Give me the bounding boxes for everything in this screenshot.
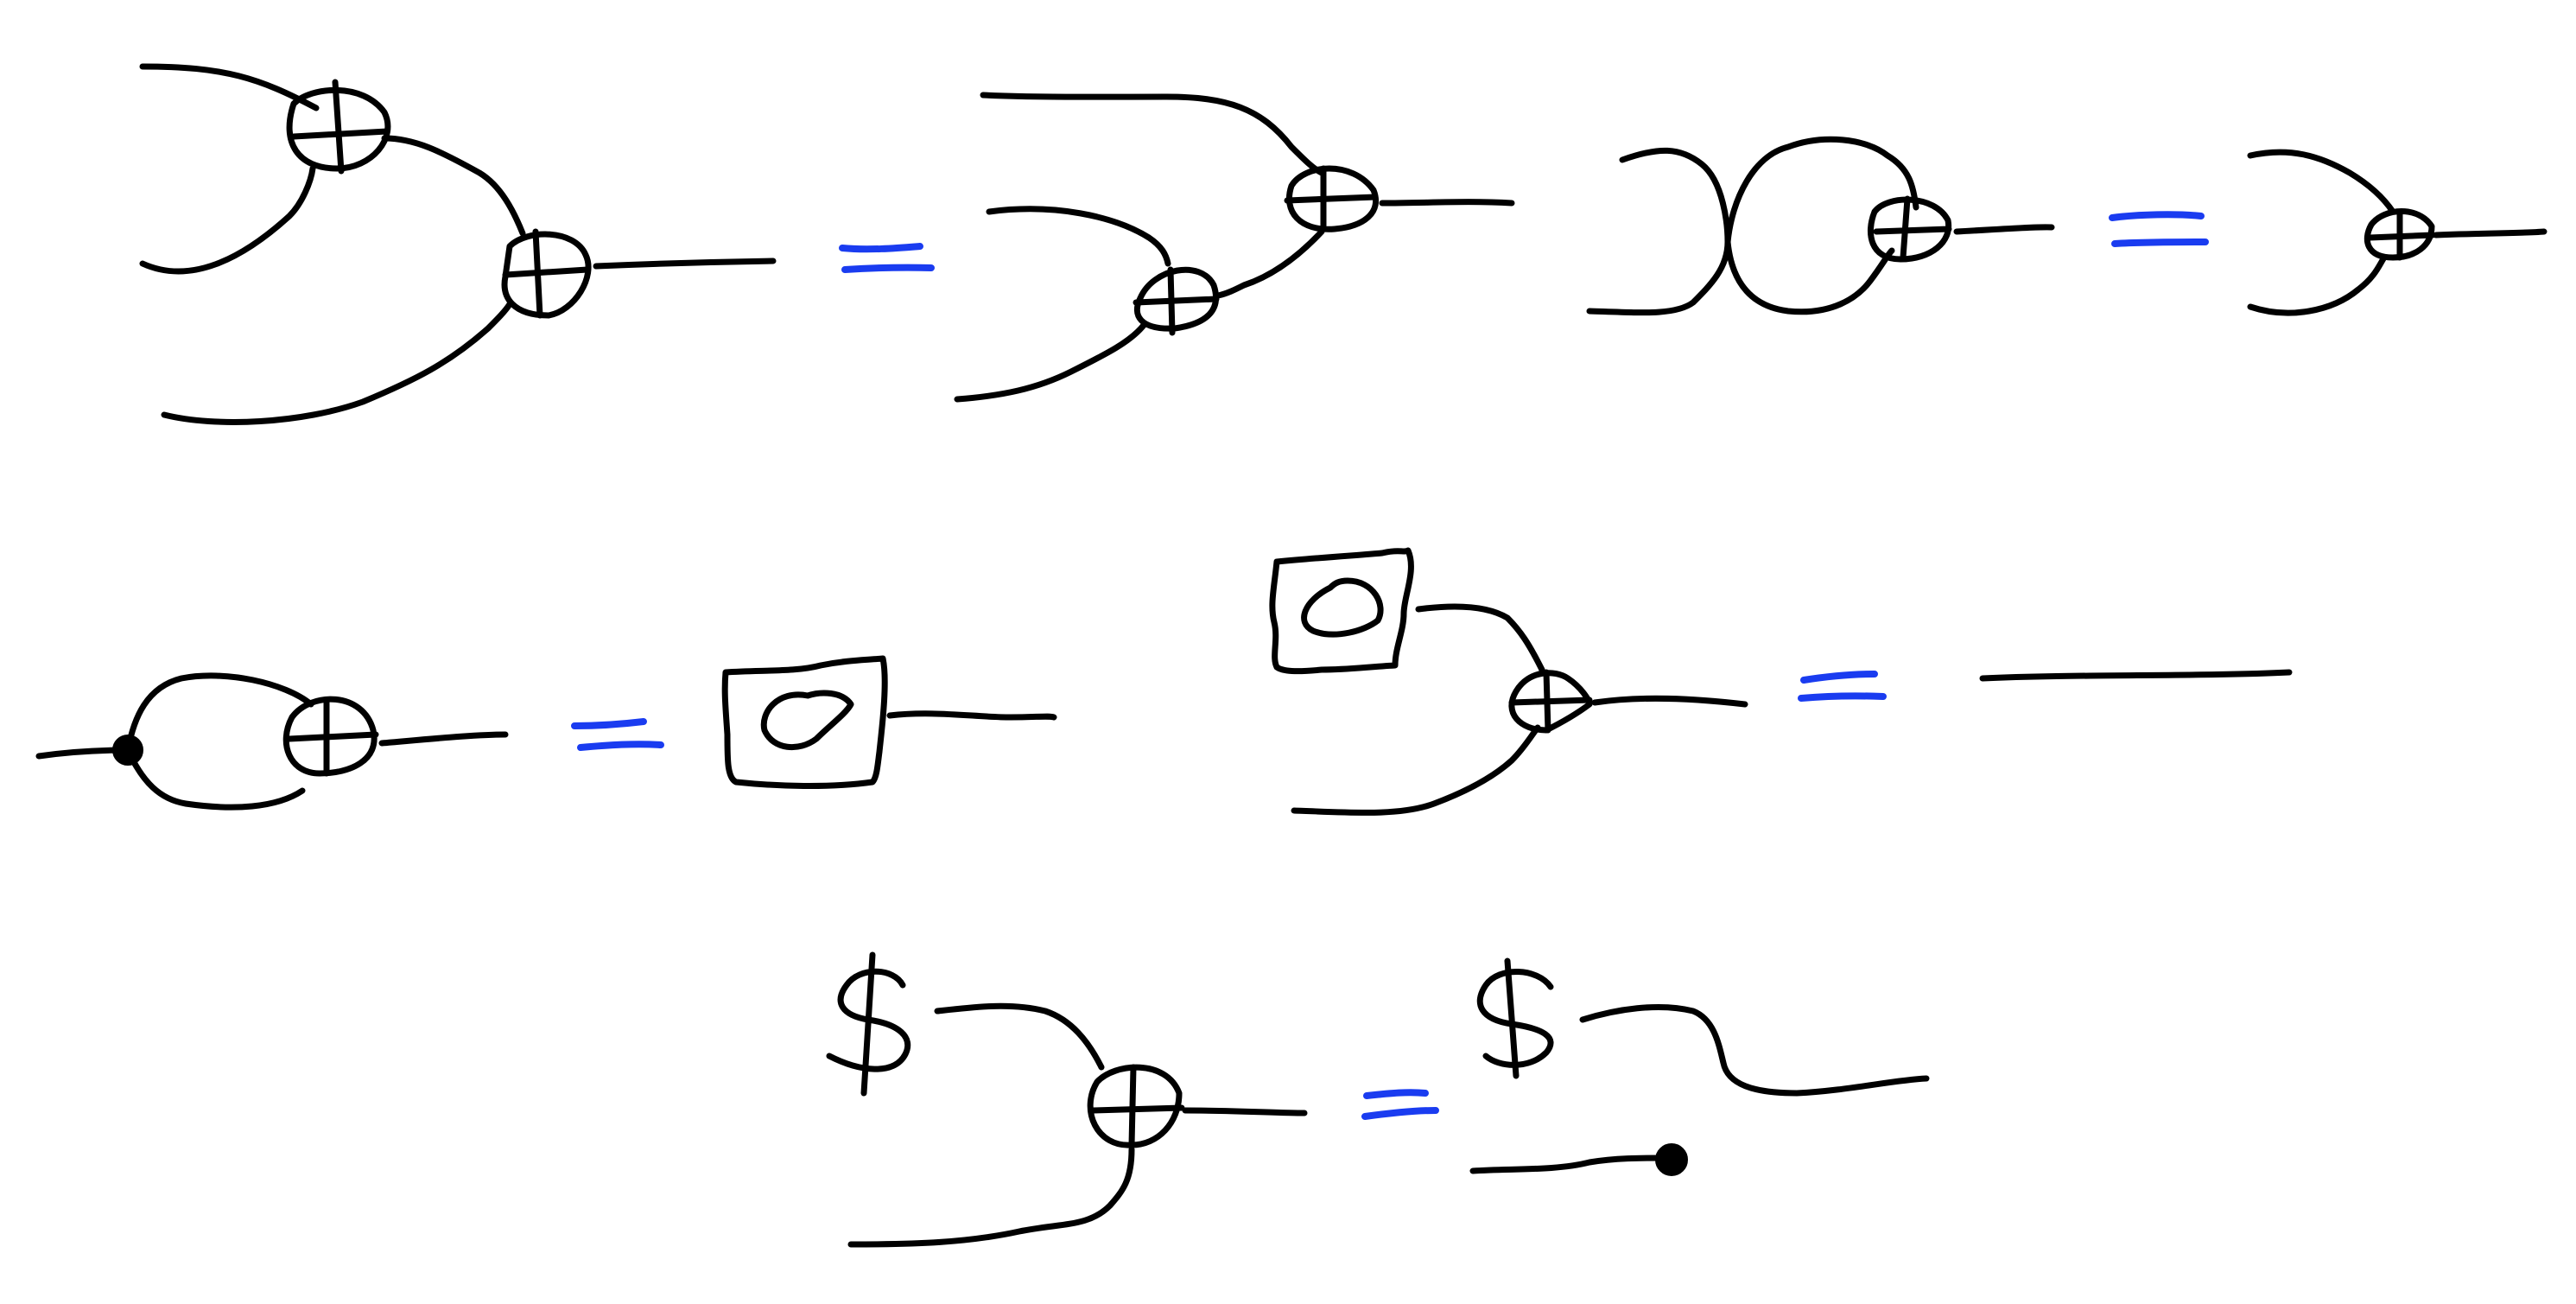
- wire: [381, 135, 526, 237]
- wire: [847, 1146, 1135, 1248]
- random-xor-discard-rhs: [1469, 957, 1930, 1176]
- equals-sign: [571, 718, 664, 751]
- wire: [1415, 603, 1545, 673]
- discard-dot: [1655, 1143, 1688, 1176]
- wire: [1953, 224, 2055, 235]
- wire: [1724, 239, 1895, 315]
- equals-sign: [839, 243, 935, 273]
- equation-random-xor-discard: [826, 951, 1930, 1248]
- wire: [378, 731, 509, 747]
- wire: [139, 165, 316, 275]
- wire: [1979, 669, 2293, 682]
- copy-xor-zero-rhs: [721, 655, 1057, 790]
- wire: [2247, 254, 2388, 316]
- associativity-rhs: [954, 92, 1515, 403]
- wire: [886, 710, 1057, 721]
- zero-state-box: [1269, 547, 1414, 675]
- copy-xor-zero-lhs: [35, 672, 509, 811]
- wire: [593, 258, 777, 270]
- wire: [1379, 199, 1515, 207]
- wire: [1579, 1003, 1930, 1097]
- random-source-icon: [1476, 957, 1554, 1079]
- xor-node: [2363, 208, 2436, 261]
- zero-state-box: [721, 655, 888, 790]
- wire: [980, 92, 1325, 176]
- equals-sign: [1361, 1089, 1439, 1120]
- swap-absorption-lhs: [1586, 136, 2055, 316]
- random-xor-discard-lhs: [826, 951, 1308, 1248]
- xor-node: [286, 79, 391, 175]
- equation-zero-unit: [1269, 547, 2293, 816]
- wire: [954, 321, 1148, 403]
- xor-node: [1087, 1064, 1185, 1148]
- xor-node: [1867, 195, 1952, 263]
- wire: [161, 301, 513, 425]
- equation-copy-xor-zero: [35, 655, 1057, 811]
- wire: [124, 672, 314, 754]
- xor-node: [1133, 266, 1220, 336]
- zero-glyph: [1301, 577, 1384, 638]
- wire: [139, 63, 320, 111]
- wire: [1469, 1155, 1666, 1174]
- equation-swap-absorption: [1586, 136, 2547, 316]
- wire: [1724, 136, 1919, 245]
- xor-node: [1284, 165, 1380, 232]
- wire: [1586, 147, 1731, 316]
- wire: [2433, 228, 2547, 239]
- wire: [1291, 724, 1541, 816]
- wire: [2247, 149, 2396, 215]
- zero-glyph: [760, 690, 854, 751]
- zero-unit-lhs: [1269, 547, 1748, 816]
- random-source-icon: [826, 951, 911, 1097]
- wire: [934, 1002, 1105, 1071]
- equals-sign: [1798, 671, 1887, 702]
- wire: [124, 747, 306, 811]
- wire: [1215, 228, 1325, 299]
- xor-node: [1508, 669, 1593, 734]
- associativity-lhs: [139, 63, 777, 425]
- zero-unit-rhs: [1979, 669, 2293, 682]
- wire: [1182, 1107, 1308, 1116]
- swap-absorption-rhs: [2247, 149, 2547, 316]
- xor-node: [501, 228, 592, 319]
- equation-associativity: [139, 63, 1515, 425]
- equals-sign: [2109, 211, 2209, 247]
- xor-node: [282, 696, 379, 777]
- wire: [1591, 695, 1748, 708]
- wire: [986, 206, 1171, 267]
